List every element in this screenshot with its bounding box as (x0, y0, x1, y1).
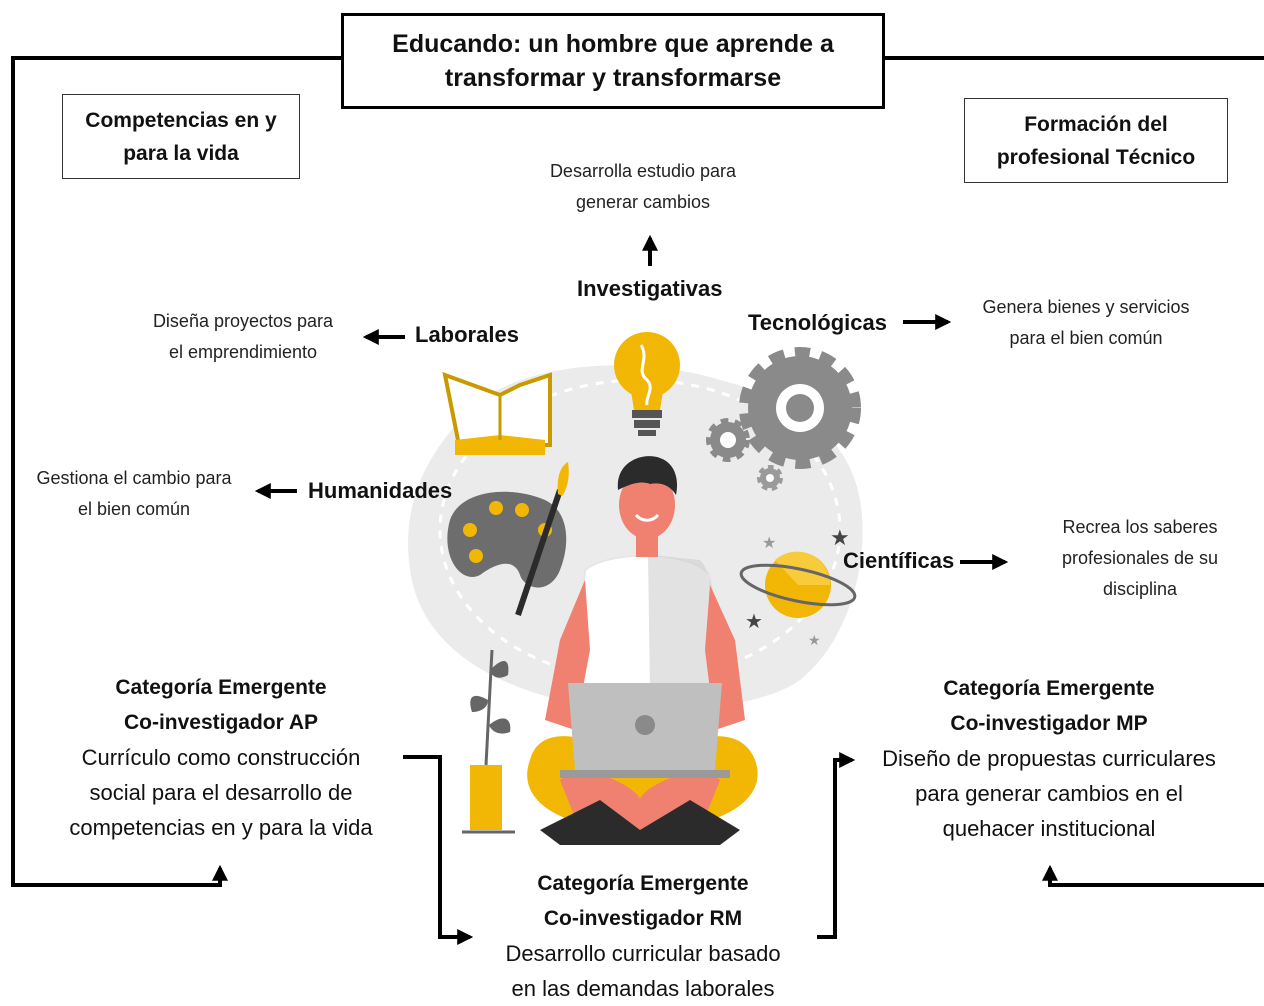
laborales-description: Diseña proyectos para el emprendimiento (128, 306, 358, 368)
svg-text:★: ★ (808, 632, 821, 648)
plant-icon (462, 649, 515, 834)
planet-icon: ★ ★ ★ ★ (739, 525, 857, 648)
category-mp-heading: Categoría Emergente (943, 677, 1155, 700)
humanidades-description: Gestiona el cambio para el bien común (14, 463, 254, 525)
category-mp-body-2: para generar cambios en el (915, 781, 1183, 806)
left-box-line-2: para la vida (123, 141, 239, 165)
category-ap-body-3: competencias en y para la vida (69, 815, 373, 840)
category-ap-heading: Categoría Emergente (115, 676, 327, 699)
cientificas-desc-line-3: disciplina (1102, 579, 1178, 599)
category-mp-subheading: Co-investigador MP (950, 712, 1148, 735)
cientificas-description: Recrea los saberes profesionales de su d… (1040, 512, 1240, 605)
light-bulb-icon (614, 332, 680, 436)
title-line-1: Educando: un hombre que aprende a (392, 30, 834, 58)
cientificas-desc-line-2: profesionales de su (1061, 548, 1219, 568)
cientificas-label: Científicas (843, 548, 955, 573)
palette-icon (447, 462, 569, 616)
frame-right-bottom-line (1042, 864, 1264, 887)
left-box-line-1: Competencias en y (85, 108, 277, 132)
left-header-box: Competencias en y para la vida (62, 94, 300, 179)
ap-to-rm-arrow (403, 755, 474, 945)
category-rm-subheading: Co-investigador RM (543, 907, 743, 930)
svg-text:★: ★ (762, 535, 776, 552)
title-line-2: transformar y transformarse (444, 64, 782, 92)
laborales-desc-line-1: Diseña proyectos para (152, 311, 334, 331)
humanidades-desc-line-1: Gestiona el cambio para (36, 468, 232, 488)
laborales-label: Laborales (415, 322, 519, 347)
humanidades-desc-line-2: el bien común (77, 499, 191, 519)
tecnologicas-desc-line-2: para el bien común (1009, 328, 1163, 348)
investigativas-desc-line-2: generar cambios (575, 192, 711, 212)
investigativas-desc-line-1: Desarrolla estudio para (549, 161, 737, 181)
right-header-box: Formación del profesional Técnico (964, 98, 1228, 183)
svg-text:★: ★ (745, 611, 763, 633)
category-ap-body-1: Currículo como construcción (81, 745, 361, 770)
category-rm-body-2: en las demandas laborales (511, 976, 775, 1001)
rm-to-mp-arrow (817, 752, 856, 939)
category-mp-body-1: Diseño de propuestas curriculares (882, 746, 1216, 771)
category-ap-subheading: Co-investigador AP (123, 711, 319, 734)
category-ap: Categoría Emergente Co-investigador AP C… (40, 670, 402, 845)
category-rm-heading: Categoría Emergente (537, 872, 749, 895)
humanidades-label: Humanidades (308, 478, 453, 503)
tecnologicas-label: Tecnológicas (748, 310, 887, 335)
gear-icon (706, 347, 861, 491)
category-mp-body-3: quehacer institucional (942, 816, 1156, 841)
tecnologicas-desc-line-1: Genera bienes y servicios (982, 297, 1190, 317)
investigativas-label: Investigativas (577, 276, 723, 301)
investigativas-description: Desarrolla estudio para generar cambios (520, 156, 766, 218)
tecnologicas-description: Genera bienes y servicios para el bien c… (960, 292, 1212, 354)
category-mp: Categoría Emergente Co-investigador MP D… (862, 671, 1236, 846)
title-box: Educando: un hombre que aprende a transf… (341, 13, 885, 109)
frame-left-line (11, 56, 341, 887)
category-rm: Categoría Emergente Co-investigador RM D… (478, 866, 808, 1006)
right-box-line-2: profesional Técnico (996, 145, 1196, 169)
laptop-icon (560, 683, 730, 778)
laborales-desc-line-2: el emprendimiento (168, 342, 318, 362)
right-box-line-1: Formación del (1024, 112, 1168, 136)
category-rm-body-1: Desarrollo curricular basado (505, 941, 781, 966)
cientificas-desc-line-1: Recrea los saberes (1062, 517, 1218, 537)
open-book-icon (442, 371, 552, 455)
category-ap-body-2: social para el desarrollo de (89, 780, 353, 805)
svg-text:★: ★ (830, 525, 850, 550)
